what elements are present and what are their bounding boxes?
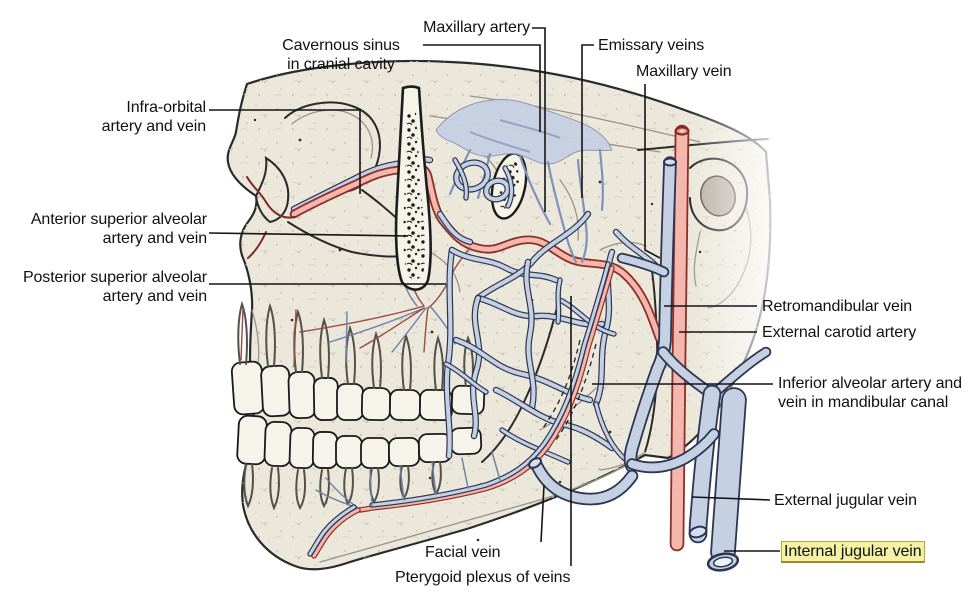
mandibular-canal-dashed — [555, 343, 597, 441]
cavernous-sinus-region — [435, 99, 613, 264]
label-external-jugular-vein: External jugular vein — [774, 492, 917, 509]
inferior-alveolar-artery — [356, 266, 614, 512]
pterygoid-plexus-vessels — [443, 210, 660, 465]
deep-vein-branch — [438, 212, 472, 244]
label-pterygoid-plexus: Pterygoid plexus of veins — [395, 569, 571, 586]
leader-lines — [208, 27, 780, 566]
nasal-aperture — [254, 156, 290, 224]
posterior-superior-alveolar-artery — [427, 247, 471, 309]
leader-cavernous-sinus — [423, 44, 541, 132]
inferior-alveolar-vessels — [307, 261, 615, 559]
orbital-vein-loops — [452, 157, 515, 209]
leader-facial-vein — [540, 484, 545, 543]
teeth — [230, 360, 486, 470]
cavernous-sinus-shape — [435, 99, 613, 165]
label-internal-jugular-vein: Internal jugular vein — [781, 541, 925, 563]
emissary-veins-vessels — [448, 148, 604, 264]
label-external-carotid-artery: External carotid artery — [762, 324, 917, 341]
label-maxillary-vein: Maxillary vein — [636, 63, 732, 80]
vessel-cut-ends — [528, 126, 740, 572]
leader-maxillary-vein — [644, 84, 661, 259]
ramus-anterior-border — [481, 294, 561, 463]
highlighted-label: Internal jugular vein — [781, 541, 925, 563]
mental-vein — [308, 505, 356, 556]
label-facial-vein: Facial vein — [425, 544, 501, 561]
upper-teeth — [230, 360, 486, 422]
label-maxillary-artery: Maxillary artery — [423, 19, 530, 36]
lower-teeth — [236, 414, 483, 470]
superior-alveolar-fan — [240, 305, 456, 367]
retromandibular-posterior-division — [659, 348, 710, 394]
facial-vein-vessel — [532, 461, 637, 504]
retromandibular-vein-vessel — [625, 158, 675, 471]
leader-emissary-veins — [581, 44, 594, 198]
label-emissary-veins: Emissary veins — [598, 37, 705, 54]
external-carotid-artery-vessel — [671, 126, 688, 550]
mental-artery — [312, 508, 360, 558]
cut-bone-stumps — [394, 85, 528, 291]
leader-anterior-superior-alveolar — [208, 232, 409, 237]
posterior-auricular-vein — [714, 348, 770, 394]
label-retromandibular-vein: Retromandibular vein — [762, 298, 913, 315]
internal-jugular-vein-vessel — [712, 389, 745, 563]
inferior-alveolar-vein — [370, 262, 610, 507]
leader-infra-orbital — [209, 109, 361, 194]
neck-vessels — [528, 124, 772, 572]
leader-maxillary-artery — [532, 27, 546, 212]
maxillary-vein-vessel — [618, 254, 668, 276]
common-facial-trunk — [628, 430, 718, 472]
leader-external-jugular-vein — [691, 496, 771, 501]
tooth-roots — [237, 300, 474, 511]
